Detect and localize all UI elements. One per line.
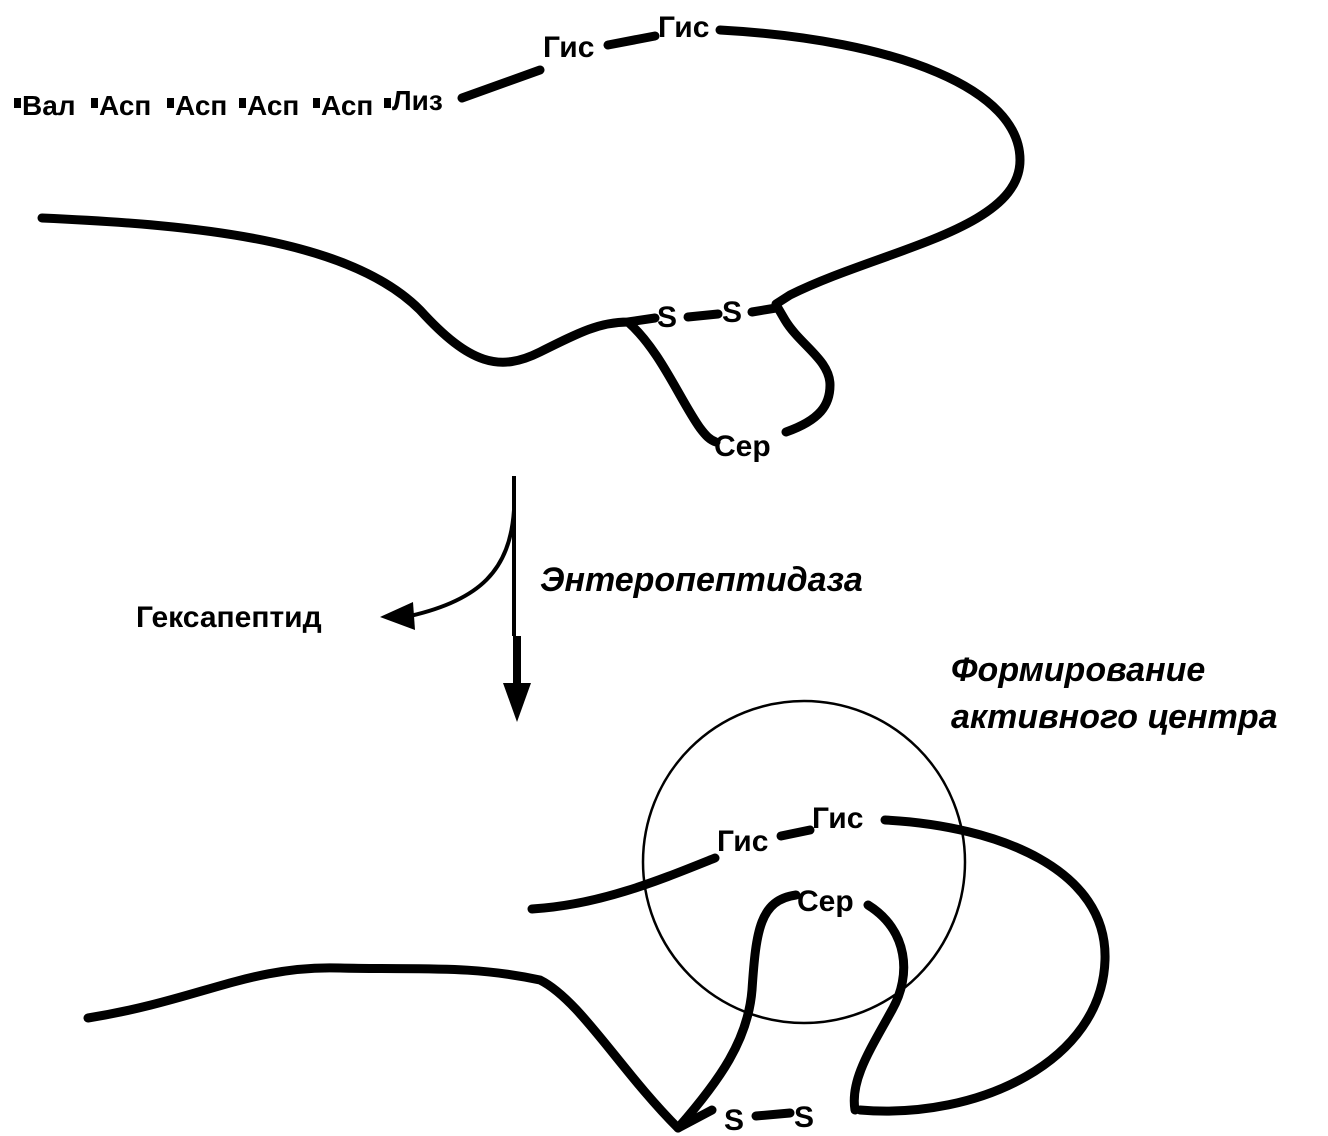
chain-ser-loop-right [849, 900, 909, 1115]
chain-to-ser-right [773, 303, 835, 437]
reaction-arrowhead [503, 683, 531, 722]
chain-n-terminal [527, 853, 720, 914]
chain-lower-left [37, 213, 660, 367]
enzyme-label: Энтеропептидаза [540, 561, 863, 599]
top-molecule: Вал Асп Асп Асп Асп Лиз Гис Гис S S Сер [14, 11, 1025, 463]
residue-asp-3: Асп [247, 90, 299, 121]
residue-his-1: Гис [543, 31, 594, 64]
chain-lys-his [457, 65, 545, 103]
caption-line-1: Формирование [951, 651, 1205, 689]
sulfur-right-bottom: S [794, 1101, 814, 1134]
residue-asp-1: Асп [99, 90, 151, 121]
residue-ser: Сер [714, 430, 771, 463]
active-center-circle [641, 699, 967, 1025]
disulfide-bond-bottom [751, 1108, 795, 1121]
chain-his-his [603, 31, 660, 50]
chain-s-right-tail [747, 303, 781, 317]
sulfur-left: S [657, 301, 677, 334]
residue-his-2-bottom: Гис [812, 802, 863, 835]
residue-his-2: Гис [658, 11, 709, 44]
sequence-connectors [14, 98, 391, 108]
product-arrowhead [380, 602, 415, 630]
chain-big-loop [715, 25, 1025, 309]
chain-ser-loop-left [673, 890, 801, 1133]
chain-lower-left-bottom [83, 963, 717, 1133]
bottom-molecule: Гис Гис Сер S S [83, 699, 1110, 1136]
residue-val: Вал [22, 90, 76, 121]
caption-line-2: активного центра [951, 698, 1278, 736]
chain-big-loop-bottom [855, 815, 1110, 1116]
residue-lys: Лиз [392, 85, 443, 116]
disulfide-bond-top [683, 309, 723, 322]
reaction-arrows [380, 476, 531, 722]
residue-ser-bottom: Сер [797, 885, 854, 918]
product-label: Гексапептид [136, 601, 322, 634]
residue-asp-2: Асп [175, 90, 227, 121]
sulfur-left-bottom: S [724, 1104, 744, 1136]
sulfur-right: S [722, 296, 742, 329]
chain-his-his-bottom [776, 825, 815, 841]
residue-his-1-bottom: Гис [717, 825, 768, 858]
chain-to-ser-left [623, 317, 721, 447]
residue-asp-4: Асп [321, 90, 373, 121]
product-arrow-curve [409, 509, 516, 618]
